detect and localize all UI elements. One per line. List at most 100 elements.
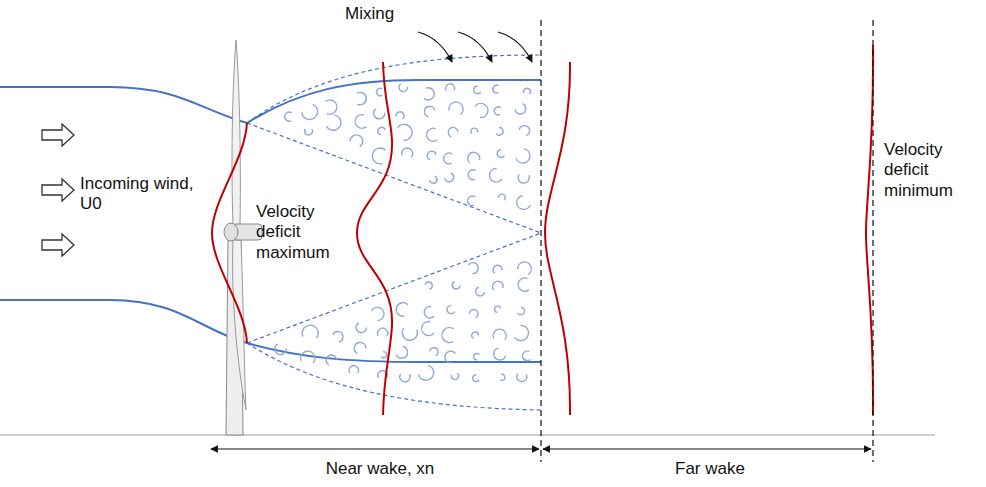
- eddy-swirl: [357, 92, 366, 104]
- eddy-swirl: [378, 328, 388, 336]
- eddy-swirl: [445, 173, 454, 182]
- eddy-swirl: [494, 107, 500, 115]
- eddy-swirl: [471, 128, 478, 133]
- eddy-swirl: [419, 365, 434, 380]
- eddy-swirl: [446, 84, 455, 91]
- eddy-swirl: [452, 282, 460, 289]
- eddy-swirl: [430, 348, 438, 356]
- eddy-swirl: [448, 127, 458, 137]
- eddy-swirl: [468, 152, 480, 162]
- eddy-swirl: [496, 128, 503, 136]
- near-wake-label: Near wake, xn: [300, 459, 460, 479]
- eddy-swirl: [493, 281, 503, 290]
- eddy-swirl: [275, 344, 286, 355]
- eddy-swirl: [425, 282, 432, 289]
- eddy-swirl: [349, 366, 358, 373]
- wind-arrows: [42, 124, 74, 256]
- eddy-swirl: [516, 149, 530, 163]
- eddy-swirl: [467, 196, 475, 206]
- eddy-swirl: [442, 328, 454, 343]
- eddy-swirl: [518, 278, 529, 291]
- eddy-swirl: [396, 346, 407, 358]
- eddy-swirl: [302, 104, 318, 119]
- turbulent-eddies: [275, 84, 531, 382]
- eddy-swirl: [489, 169, 501, 182]
- eddy-swirl: [515, 104, 526, 114]
- eddy-swirl: [449, 102, 463, 115]
- eddy-swirl: [350, 135, 363, 147]
- eddy-swirl: [445, 351, 455, 363]
- eddy-swirl: [377, 88, 383, 95]
- eddy-swirl: [430, 176, 437, 183]
- eddy-swirl: [396, 303, 408, 317]
- eddy-swirl: [518, 174, 529, 183]
- section-lines: [541, 20, 873, 462]
- eddy-swirl: [398, 124, 412, 140]
- eddy-swirl: [523, 351, 531, 361]
- eddy-swirl: [422, 322, 434, 336]
- eddy-swirl: [374, 109, 385, 119]
- eddy-swirl: [451, 373, 458, 379]
- eddy-swirl: [444, 153, 452, 164]
- eddy-swirl: [396, 112, 404, 119]
- eddy-swirl: [424, 106, 434, 117]
- eddy-swirl: [474, 86, 481, 94]
- deficit-max-label: Velocity deficit maximum: [256, 202, 346, 263]
- eddy-swirl: [356, 323, 366, 333]
- eddy-swirl: [523, 88, 530, 94]
- eddy-swirl: [378, 127, 385, 135]
- eddy-swirl: [400, 374, 410, 382]
- eddy-swirl: [470, 310, 478, 318]
- eddy-swirl: [475, 103, 488, 117]
- eddy-swirl: [472, 332, 479, 338]
- eddy-swirl: [468, 170, 476, 180]
- eddy-swirl: [474, 354, 480, 360]
- eddy-swirl: [327, 115, 341, 130]
- far-wake-label: Far wake: [650, 459, 770, 479]
- eddy-swirl: [402, 328, 417, 340]
- eddy-swirl: [427, 128, 438, 141]
- eddy-swirl: [326, 355, 336, 365]
- eddy-swirl: [399, 84, 408, 92]
- ground-line: [0, 434, 935, 435]
- eddy-swirl: [372, 307, 384, 320]
- eddy-swirl: [424, 88, 434, 100]
- eddy-swirl: [515, 325, 529, 340]
- mixing-arrows: [418, 32, 532, 62]
- streamtube: [0, 80, 541, 362]
- eddy-swirl: [372, 148, 385, 164]
- eddy-swirl: [495, 306, 501, 312]
- eddy-swirl: [493, 85, 499, 93]
- eddy-swirl: [468, 263, 478, 274]
- wake-boundary: [247, 55, 541, 410]
- eddy-swirl: [402, 148, 413, 157]
- eddy-swirl: [285, 112, 292, 121]
- inflow-label: Incoming wind, U0: [80, 174, 205, 215]
- velocity-profiles: [212, 45, 873, 415]
- eddy-swirl: [517, 196, 530, 210]
- eddy-swirl: [355, 115, 366, 129]
- eddy-swirl: [427, 151, 436, 160]
- eddy-swirl: [518, 307, 525, 314]
- eddy-swirl: [518, 262, 532, 275]
- eddy-swirl: [424, 307, 434, 318]
- eddy-swirl: [517, 374, 527, 382]
- eddy-swirl: [493, 329, 506, 339]
- eddy-swirl: [519, 126, 529, 136]
- dimension-arrows: [211, 448, 871, 449]
- eddy-swirl: [500, 374, 505, 380]
- eddy-swirl: [476, 287, 485, 296]
- eddy-swirl: [305, 129, 313, 135]
- eddy-swirl: [381, 352, 386, 358]
- eddy-swirl: [494, 348, 506, 360]
- eddy-swirl: [325, 100, 337, 114]
- eddy-swirl: [333, 332, 343, 342]
- mixing-label: Mixing: [345, 4, 415, 24]
- eddy-swirl: [473, 375, 479, 382]
- eddy-swirl: [301, 351, 315, 363]
- eddy-swirl: [493, 265, 502, 273]
- eddy-swirl: [354, 343, 366, 354]
- deficit-min-label: Velocity deficit minimum: [884, 140, 979, 201]
- eddy-swirl: [447, 305, 455, 313]
